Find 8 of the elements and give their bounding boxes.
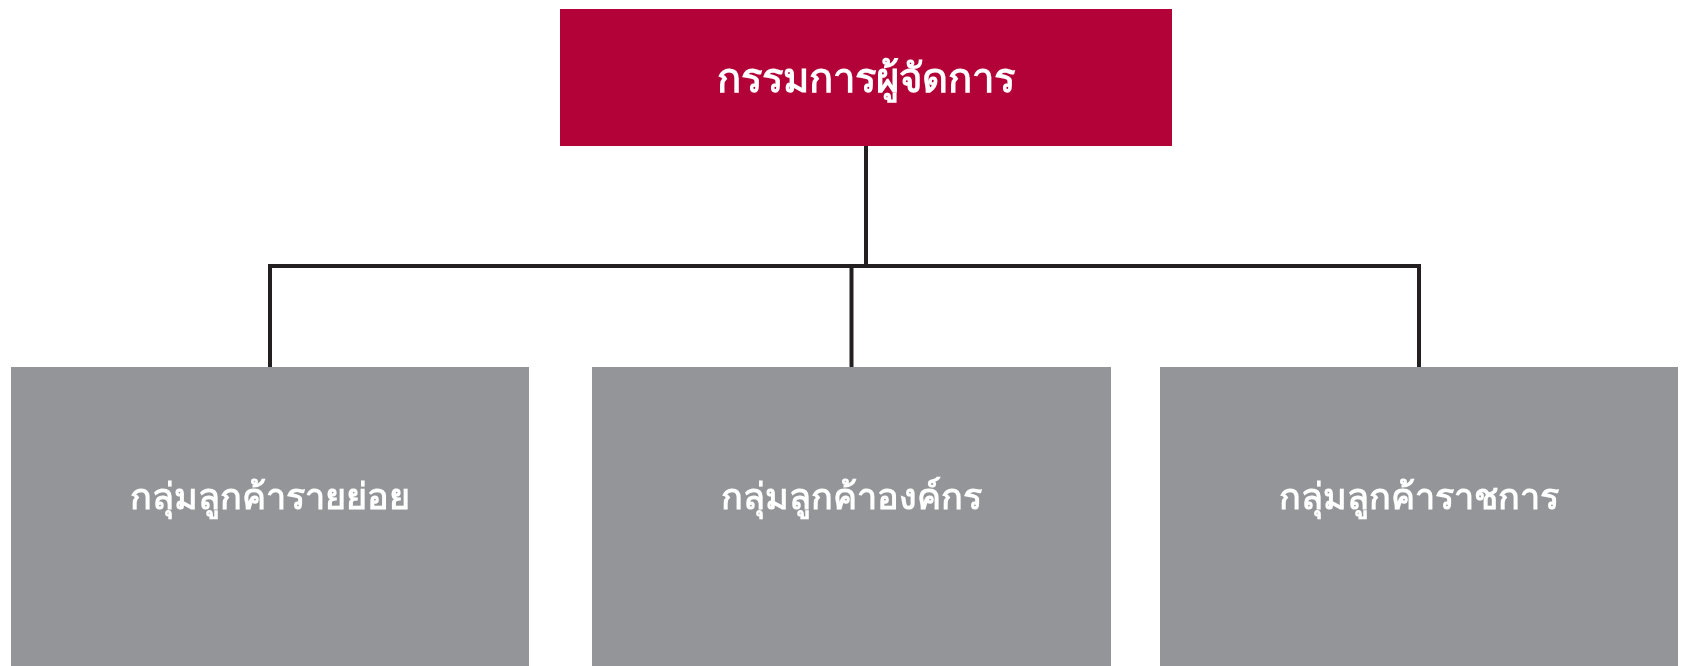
box-title: กลุ่มลูกค้ารายย่อย — [130, 468, 410, 525]
department-box — [592, 367, 1111, 666]
department-box — [11, 367, 529, 666]
department-box — [1160, 367, 1678, 666]
box-title: กลุ่มลูกค้าราชการ — [1279, 468, 1559, 525]
manager-box — [560, 9, 1172, 146]
box-title: กลุ่มลูกค้าองค์กร — [721, 468, 982, 525]
box-title: กรรมการผู้จัดการ — [717, 53, 1015, 105]
